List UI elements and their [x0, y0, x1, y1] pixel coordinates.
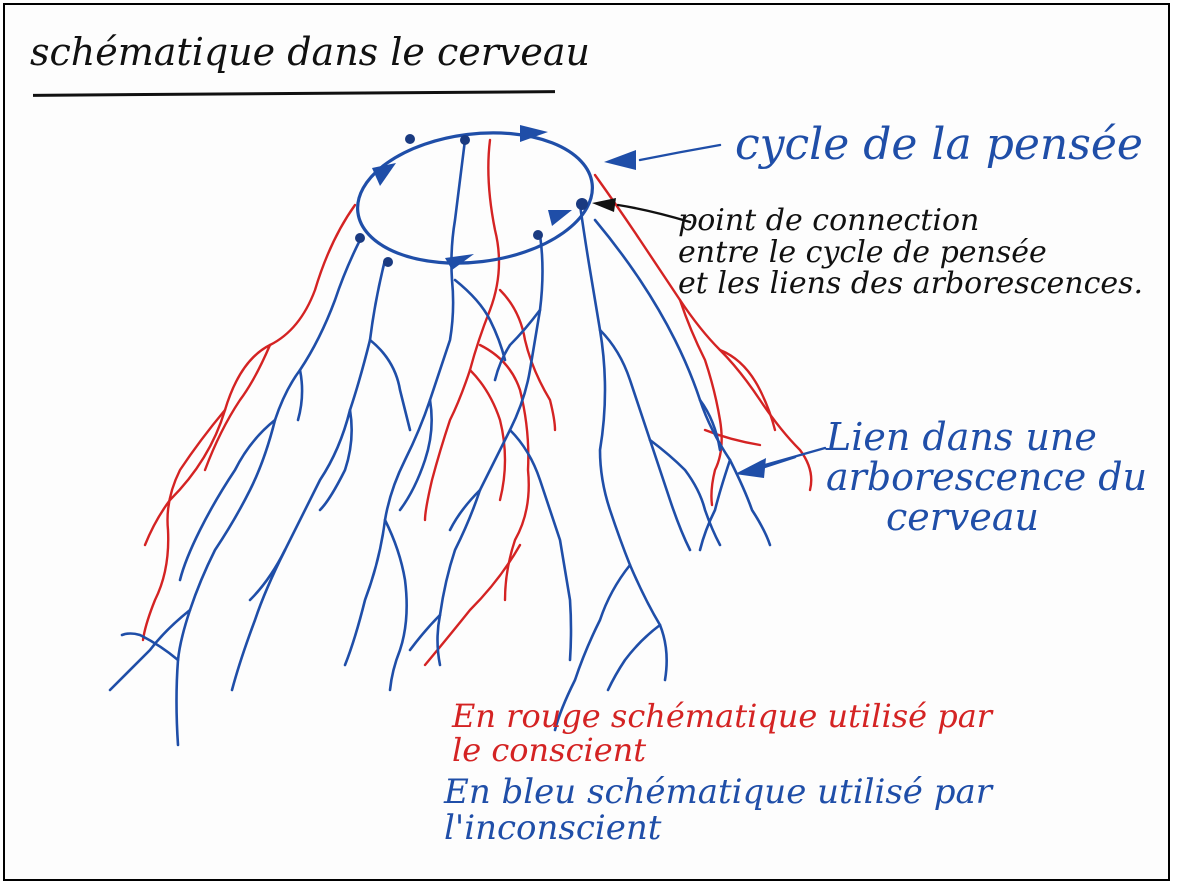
blue-branch: [298, 370, 302, 420]
cycle-ellipse: [350, 120, 600, 276]
label-tree-link: Lien dans une arborescence du cerveau: [826, 418, 1147, 538]
label-line: arborescence du: [826, 458, 1147, 498]
red-branch: [720, 350, 775, 430]
blue-branch: [650, 440, 720, 545]
label-line: et les liens des arborescences.: [678, 268, 1143, 300]
legend-line: En bleu schématique utilisé par: [444, 775, 992, 811]
pointer-arrow-icon: [592, 198, 616, 212]
pointer-cycle: [640, 145, 720, 160]
blue-branch: [180, 420, 275, 580]
legend-blue: En bleu schématique utilisé par l'incons…: [444, 775, 992, 846]
red-branch: [500, 290, 555, 430]
blue-branch: [410, 615, 440, 650]
label-cycle: cycle de la pensée: [735, 122, 1143, 168]
connection-dot: [405, 134, 415, 144]
connection-dot: [355, 233, 365, 243]
connection-dot: [460, 135, 470, 145]
legend-line: le conscient: [452, 734, 992, 768]
pointer-arrow-icon: [735, 458, 766, 478]
blue-branch: [232, 260, 385, 690]
red-branch: [425, 140, 499, 520]
blue-branch: [455, 280, 505, 360]
label-pointers: [592, 145, 825, 478]
label-connection-point: point de connection entre le cycle de pe…: [678, 205, 1143, 300]
legend-line: En rouge schématique utilisé par: [452, 700, 992, 734]
cycle-arrow-icon: [372, 163, 396, 186]
blue-branch: [370, 340, 410, 430]
label-line: Lien dans une: [826, 418, 1147, 458]
label-line: cerveau: [826, 498, 1147, 538]
connection-points: [355, 134, 588, 267]
cycle-arrow-icon: [548, 210, 572, 226]
thought-cycle: [350, 120, 600, 276]
label-line: entre le cycle de pensée: [678, 237, 1143, 269]
red-branch: [145, 205, 355, 545]
blue-branch: [122, 634, 178, 661]
blue-branch: [385, 520, 407, 690]
red-branch: [425, 545, 520, 665]
connection-dot: [383, 257, 393, 267]
legend-red: En rouge schématique utilisé par le cons…: [452, 700, 992, 767]
red-branch: [470, 370, 505, 500]
connection-dot: [576, 198, 588, 210]
blue-branch: [400, 400, 432, 510]
label-line: point de connection: [678, 205, 1143, 237]
red-branch: [205, 345, 270, 470]
blue-branch: [250, 550, 285, 600]
blue-branch: [608, 625, 660, 690]
pointer-arrow-icon: [604, 150, 636, 170]
blue-branch: [450, 490, 480, 530]
legend-line: l'inconscient: [444, 811, 992, 847]
pointer-lien: [765, 448, 825, 465]
connection-dot: [533, 230, 543, 240]
